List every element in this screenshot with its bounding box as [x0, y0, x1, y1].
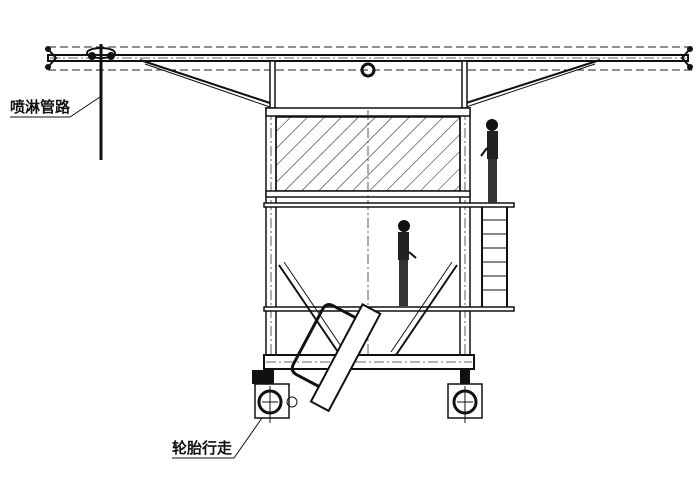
frame-columns	[265, 107, 471, 359]
worker-figure-lower	[398, 220, 417, 306]
lower-platform	[263, 306, 515, 312]
left-wheel	[252, 370, 298, 423]
lifting-hook-icon	[360, 62, 376, 78]
upper-posts	[269, 60, 468, 110]
upper-platform	[263, 202, 515, 208]
tire-travel-callout: 轮胎行走	[172, 417, 263, 459]
beam-braces	[139, 59, 601, 108]
curing-cover-panel	[265, 107, 471, 356]
spray-pipe	[86, 44, 116, 160]
top-spray-beam	[47, 46, 692, 71]
inclined-ladder-cart	[290, 303, 382, 413]
spray-pipe-label: 喷淋管路	[10, 98, 71, 116]
spray-pipe-callout: 喷淋管路	[10, 96, 101, 118]
left-nozzle-icon	[45, 46, 58, 70]
ladder	[481, 207, 508, 308]
right-nozzle-icon	[680, 46, 693, 70]
right-wheel	[447, 370, 483, 423]
base-beam	[263, 354, 475, 370]
worker-figure-upper	[480, 119, 498, 203]
tire-travel-label: 轮胎行走	[172, 439, 232, 457]
lower-braces	[278, 261, 458, 356]
